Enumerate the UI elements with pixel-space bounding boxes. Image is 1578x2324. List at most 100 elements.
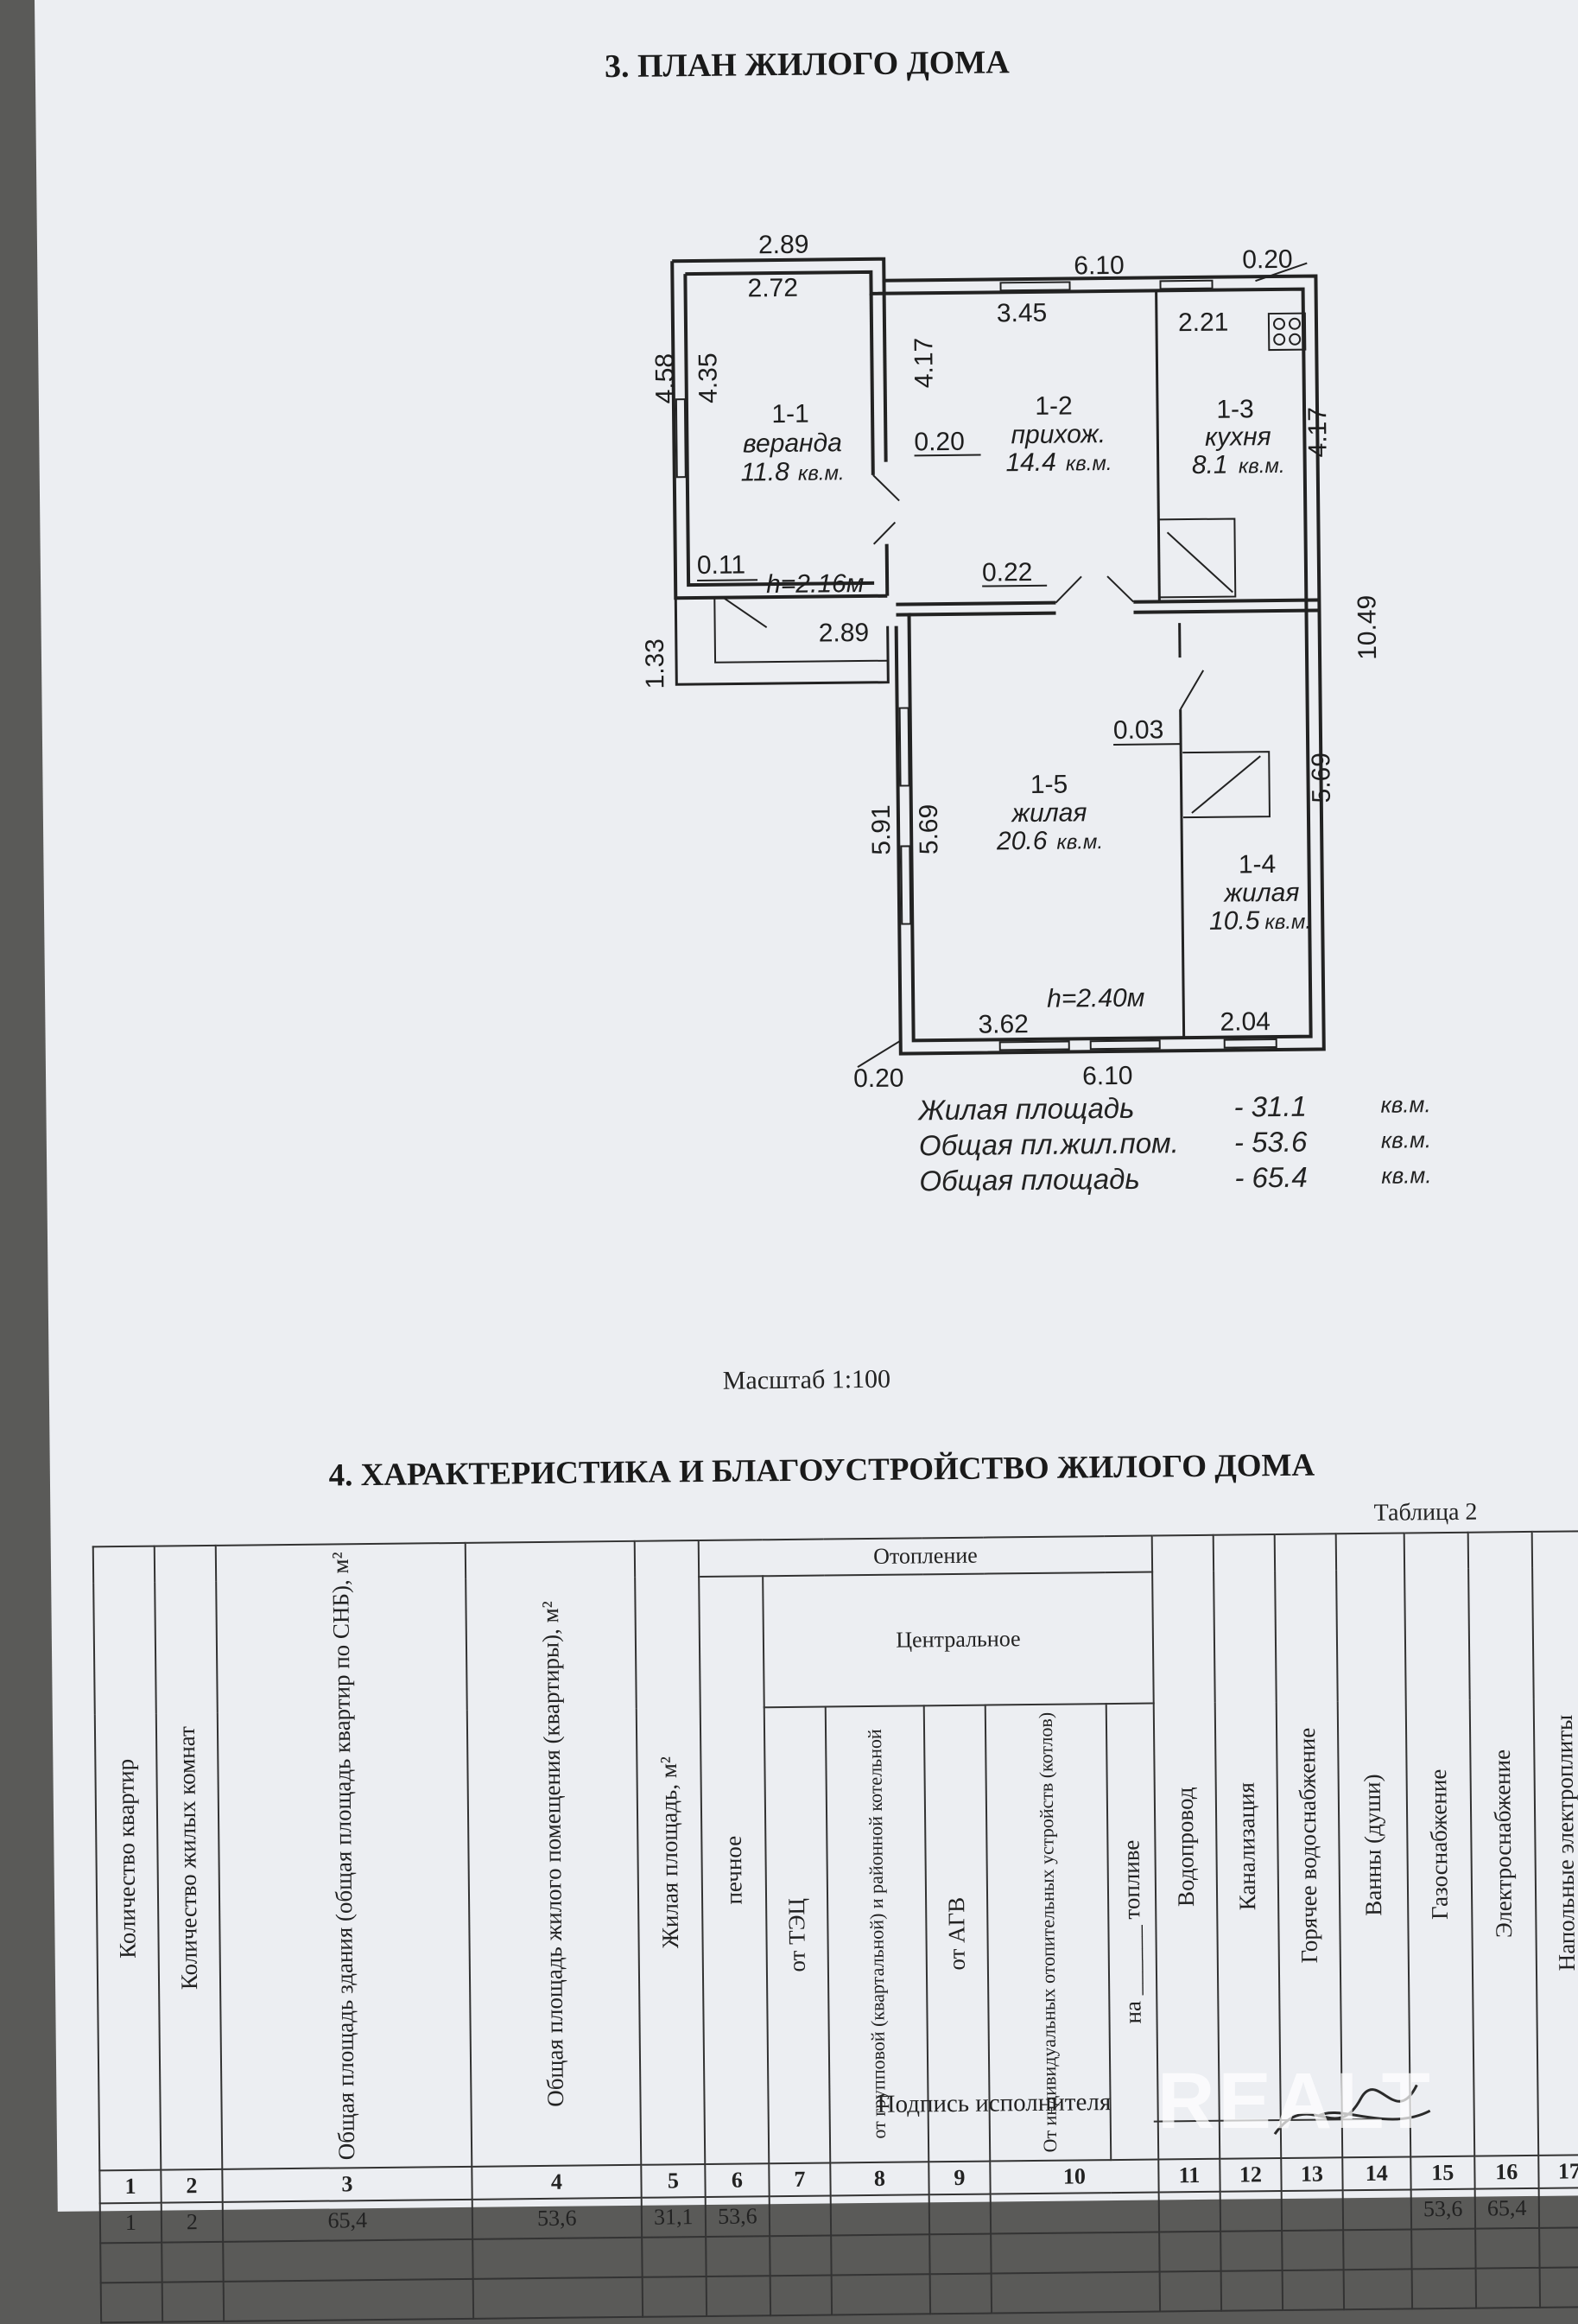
summary-row: Жилая площадь - 31.1 кв.м. [918, 1087, 1431, 1127]
col-number: 17 [1538, 2155, 1578, 2188]
room-1-3-name: кухня [1205, 422, 1271, 452]
room-1-5-id: 1-5 [1030, 771, 1068, 799]
floor-plan: 2.89 2.72 6.10 0.20 3.45 2.21 4.58 4.35 … [35, 0, 1578, 1123]
dim-small-partition: 0.03 [1113, 715, 1164, 745]
summary-row: Общая пл.жил.пом. - 53.6 кв.м. [919, 1122, 1432, 1163]
table-cell [991, 2192, 1160, 2233]
summary-row: Общая площадь - 65.4 кв.м. [919, 1158, 1432, 1198]
house-height: h=2.40м [1047, 984, 1145, 1013]
summary-label: Общая пл.жил.пом. [919, 1125, 1234, 1164]
dim-porch-height: 1.33 [641, 638, 670, 689]
room-1-1-unit: кв.м. [798, 461, 845, 486]
summary-value: - 65.4 [1234, 1159, 1381, 1196]
summary-value: - 53.6 [1234, 1123, 1381, 1160]
central-group: Центральное [763, 1572, 1154, 1708]
col-number: 3 [222, 2167, 472, 2202]
dim-bottom-left-inner: 5.69 [915, 804, 944, 855]
scale-label: Масштаб 1:100 [723, 1365, 891, 1396]
dim-bottom-right-inner: 5.69 [1307, 752, 1336, 803]
col-number: 4 [472, 2165, 641, 2200]
summary-value: - 31.1 [1233, 1088, 1380, 1125]
characteristics-title: 4. ХАРАКТЕРИСТИКА И БЛАГОУСТРОЙСТВО ЖИЛО… [50, 1444, 1578, 1497]
dim-right-outer-height: 10.49 [1353, 595, 1382, 660]
room-1-2-area: 14.4 [1005, 448, 1056, 478]
table-cell: 53,6 [472, 2198, 642, 2239]
dim-top-wall: 0.20 [1242, 245, 1293, 275]
document-sheet: 3. ПЛАН ЖИЛОГО ДОМА [35, 0, 1578, 2212]
dim-bottom-right-width: 2.04 [1220, 1007, 1271, 1037]
table-cell: 53,6 [706, 2196, 770, 2237]
room-1-3-area: 8.1 [1192, 451, 1228, 479]
table-cell: 1 [100, 2202, 162, 2243]
veranda-height: h=2.16м [766, 569, 865, 599]
table-cell: 65,4 [223, 2200, 472, 2242]
col-number: 5 [641, 2164, 705, 2198]
summary-label: Общая площадь [919, 1160, 1234, 1199]
summary-unit: кв.м. [1380, 1087, 1431, 1123]
dim-top-right-outer: 6.10 [1074, 251, 1125, 281]
col-number: 10 [990, 2159, 1159, 2194]
col-number: 7 [769, 2162, 830, 2196]
dim-hall-height: 4.17 [909, 338, 939, 389]
dim-partition: 0.22 [982, 558, 1033, 587]
dim-bottom-outer: 6.10 [1082, 1062, 1133, 1091]
room-1-3-id: 1-3 [1216, 395, 1254, 423]
dim-inner-wall: 0.20 [914, 428, 965, 457]
room-1-3-unit: кв.м. [1239, 454, 1285, 479]
header-cell: Общая площадь здания (общая площадь квар… [216, 1543, 472, 2169]
header-cell: на ______ топливе [1106, 1704, 1159, 2160]
summary-unit: кв.м. [1381, 1158, 1432, 1194]
table-caption: Таблица 2 [1373, 1499, 1477, 1527]
table-cell: 2 [162, 2202, 223, 2243]
room-1-1-area: 11.8 [741, 458, 790, 487]
header-cell: Жилая площадь, м² [635, 1540, 706, 2165]
col-number: 11 [1158, 2159, 1220, 2193]
col-number: 2 [161, 2169, 222, 2203]
dim-right-top-height: 4.17 [1303, 407, 1333, 458]
room-1-1-id: 1-1 [771, 400, 809, 429]
realt-watermark: REALT [1157, 2056, 1434, 2147]
table-cell: 31,1 [642, 2197, 707, 2238]
header-cell: Напольные электроплиты [1532, 1531, 1578, 2156]
summary-unit: кв.м. [1381, 1122, 1432, 1159]
room-1-5-unit: кв.м. [1056, 830, 1103, 854]
table-cell [1282, 2190, 1343, 2231]
room-1-2-unit: кв.м. [1066, 452, 1112, 476]
room-1-2-name: прихож. [1011, 420, 1106, 449]
col-number: 8 [830, 2162, 928, 2195]
room-1-4-area: 10.5 [1209, 906, 1260, 936]
col-number: 9 [928, 2161, 990, 2194]
table-cell [929, 2194, 991, 2234]
dim-bottom-wall: 0.20 [853, 1064, 904, 1094]
col-number: 16 [1474, 2156, 1538, 2189]
room-1-5-area: 20.6 [996, 827, 1048, 856]
room-1-5-name: жилая [1010, 798, 1087, 828]
dim-left-outer-height: 4.58 [650, 353, 680, 404]
characteristics-table: Количество квартир Количество жилых комн… [92, 1530, 1578, 2323]
table-cell [1220, 2191, 1282, 2232]
header-cell: Количество квартир [93, 1546, 162, 2171]
table-cell: 65,4 [1474, 2188, 1539, 2229]
header-cell: Электроснабжение [1468, 1532, 1539, 2156]
dim-top-left-outer: 2.89 [758, 231, 809, 260]
area-summary: Жилая площадь - 31.1 кв.м. Общая пл.жил.… [918, 1087, 1431, 1198]
table-cell: 53,6 [1410, 2189, 1475, 2230]
col-number: 6 [705, 2163, 769, 2197]
summary-label: Жилая площадь [918, 1089, 1233, 1128]
dim-veranda-bottom: 2.89 [819, 619, 870, 648]
dim-bottom-left-width: 3.62 [978, 1010, 1029, 1039]
room-1-2-id: 1-2 [1035, 391, 1073, 420]
table-cell [1539, 2187, 1578, 2228]
heating-group: Отопление [699, 1536, 1153, 1577]
room-1-1-name: веранда [743, 429, 842, 458]
header-cell: Количество жилых комнат [155, 1546, 223, 2170]
dim-top-left-inner: 2.72 [747, 274, 798, 303]
table-cell [1343, 2189, 1411, 2230]
table-cell [831, 2194, 929, 2235]
header-cell: Общая площадь жилого помещения (квартиры… [466, 1541, 642, 2167]
signature-label: Подпись исполнителя [877, 2088, 1111, 2119]
col-number: 1 [99, 2169, 161, 2203]
room-1-4-unit: кв.м. [1264, 911, 1311, 935]
dim-bottom-left-outer: 5.91 [867, 804, 897, 855]
room-1-4-name: жилая [1222, 879, 1299, 908]
